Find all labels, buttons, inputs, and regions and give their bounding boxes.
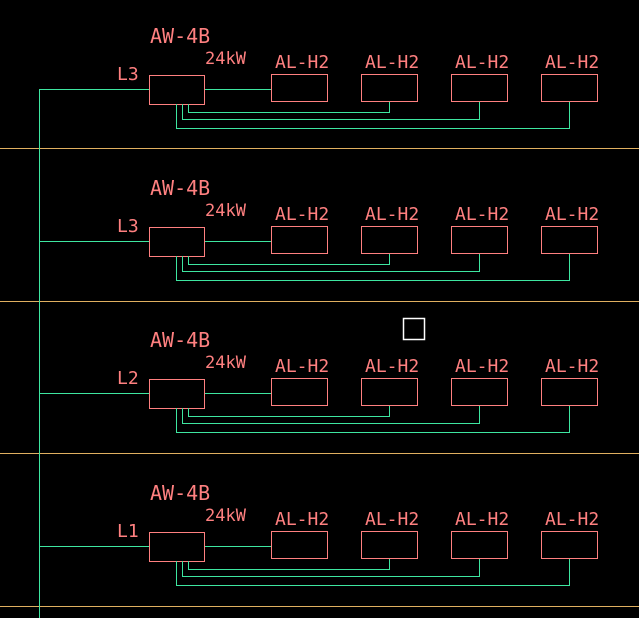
air-handler-unit[interactable] bbox=[361, 226, 418, 254]
unit-label: AL-H2 bbox=[455, 509, 509, 530]
unit-label: AL-H2 bbox=[275, 204, 329, 225]
unit-label: AL-H2 bbox=[545, 509, 599, 530]
unit-label: AL-H2 bbox=[275, 356, 329, 377]
floor-label: L3 bbox=[117, 216, 139, 237]
air-handler-unit[interactable] bbox=[361, 74, 418, 102]
air-handler-unit[interactable] bbox=[451, 531, 508, 559]
branch-circuit-line bbox=[176, 558, 570, 586]
distribution-panel[interactable] bbox=[149, 379, 205, 409]
unit-label: AL-H2 bbox=[545, 204, 599, 225]
air-handler-unit[interactable] bbox=[541, 378, 598, 406]
panel-label: AW-4B bbox=[150, 24, 210, 48]
air-handler-unit[interactable] bbox=[451, 378, 508, 406]
panel-label: AW-4B bbox=[150, 176, 210, 200]
power-label: 24kW bbox=[205, 506, 247, 526]
unit-label: AL-H2 bbox=[545, 52, 599, 73]
floor-label: L1 bbox=[117, 521, 139, 542]
distribution-panel[interactable] bbox=[149, 227, 205, 257]
unit-label: AL-H2 bbox=[275, 509, 329, 530]
unit-label: AL-H2 bbox=[455, 356, 509, 377]
floor-label: L2 bbox=[117, 368, 139, 389]
air-handler-unit[interactable] bbox=[541, 226, 598, 254]
branch-circuit-line bbox=[176, 101, 570, 129]
distribution-panel[interactable] bbox=[149, 75, 205, 105]
branch-circuit-line bbox=[188, 253, 390, 265]
power-label: 24kW bbox=[205, 49, 247, 69]
unit-label: AL-H2 bbox=[365, 204, 419, 225]
unit-label: AL-H2 bbox=[365, 356, 419, 377]
distribution-panel[interactable] bbox=[149, 532, 205, 562]
panel-label: AW-4B bbox=[150, 481, 210, 505]
power-label: 24kW bbox=[205, 353, 247, 373]
unit-label: AL-H2 bbox=[455, 204, 509, 225]
cad-cursor-pickbox bbox=[402, 317, 426, 341]
air-handler-unit[interactable] bbox=[541, 531, 598, 559]
branch-circuit-line bbox=[182, 405, 480, 424]
unit-label: AL-H2 bbox=[275, 52, 329, 73]
air-handler-unit[interactable] bbox=[451, 74, 508, 102]
air-handler-unit[interactable] bbox=[271, 531, 328, 559]
floor-label: L3 bbox=[117, 64, 139, 85]
unit-label: AL-H2 bbox=[365, 509, 419, 530]
air-handler-unit[interactable] bbox=[361, 378, 418, 406]
branch-circuit-line bbox=[182, 253, 480, 272]
unit-label: AL-H2 bbox=[545, 356, 599, 377]
branch-circuit-line bbox=[176, 405, 570, 433]
branch-circuit-line bbox=[188, 101, 390, 113]
branch-circuit-line bbox=[182, 558, 480, 577]
panel-label: AW-4B bbox=[150, 328, 210, 352]
unit-label: AL-H2 bbox=[455, 52, 509, 73]
power-label: 24kW bbox=[205, 201, 247, 221]
air-handler-unit[interactable] bbox=[271, 74, 328, 102]
air-handler-unit[interactable] bbox=[271, 378, 328, 406]
unit-label: AL-H2 bbox=[365, 52, 419, 73]
air-handler-unit[interactable] bbox=[361, 531, 418, 559]
air-handler-unit[interactable] bbox=[271, 226, 328, 254]
branch-circuit-line bbox=[188, 405, 390, 417]
branch-circuit-line bbox=[188, 558, 390, 570]
air-handler-unit[interactable] bbox=[451, 226, 508, 254]
branch-circuit-line bbox=[182, 101, 480, 120]
air-handler-unit[interactable] bbox=[541, 74, 598, 102]
branch-circuit-line bbox=[176, 253, 570, 281]
